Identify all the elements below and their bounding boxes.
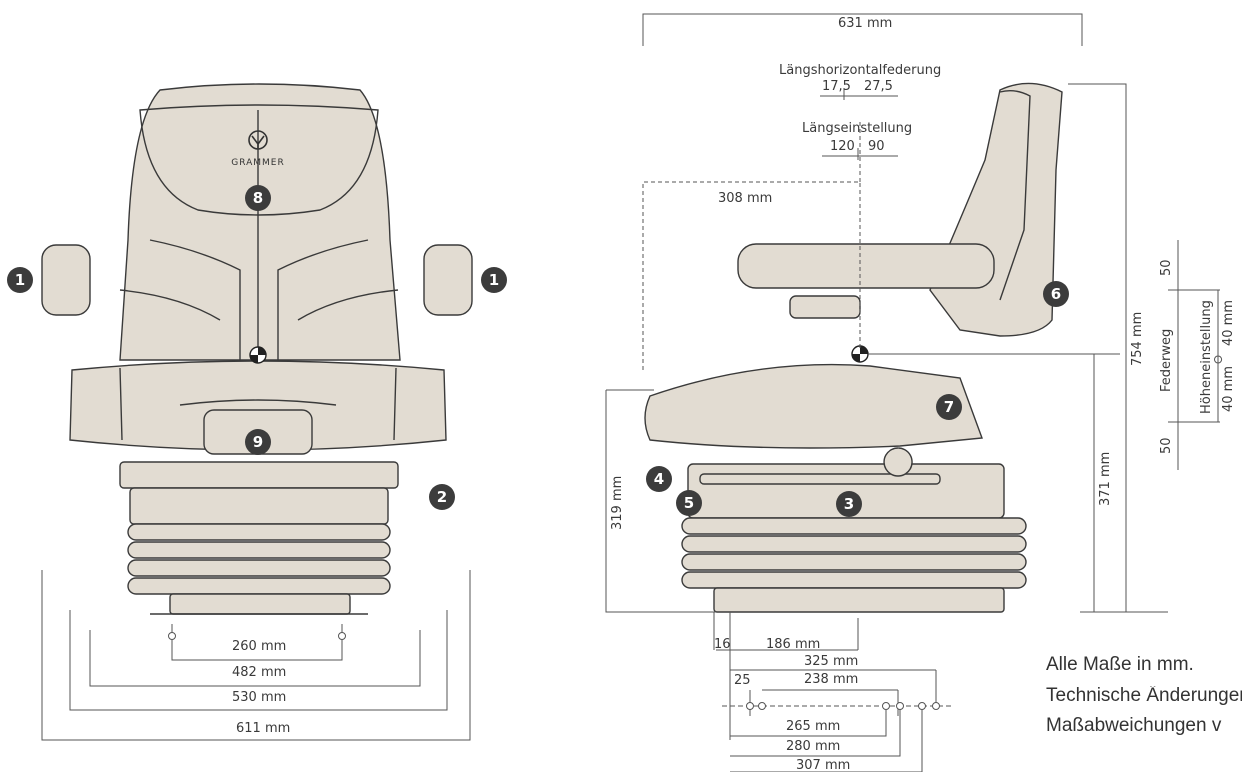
cog-marker-side	[851, 345, 869, 363]
grammer-logo	[248, 130, 268, 150]
dim-319: 319 mm	[610, 475, 625, 530]
callout-badge-6: 6	[1043, 281, 1069, 307]
side-foot	[713, 587, 1005, 613]
dim-530: 530 mm	[232, 690, 287, 705]
side-armrest	[737, 243, 995, 289]
dim-631: 631 mm	[838, 16, 893, 31]
side-bellows	[681, 517, 1027, 589]
dim-260: 260 mm	[232, 639, 287, 654]
horizontal-suspension-left: 17,5	[822, 79, 851, 94]
callout-badge-7: 7	[936, 394, 962, 420]
dim-238: 238 mm	[804, 672, 859, 687]
dim-186: 186 mm	[766, 637, 821, 652]
armrest-left	[41, 244, 91, 316]
height-adjustment-top: 40 mm	[1221, 299, 1236, 346]
dim-307: 307 mm	[796, 758, 851, 773]
dim-611: 611 mm	[236, 721, 291, 736]
dim-308: 308 mm	[718, 191, 773, 206]
height-adjustment-bottom: 40 mm	[1221, 365, 1236, 412]
dim-754: 754 mm	[1130, 311, 1145, 366]
cog-marker-front	[249, 346, 267, 364]
callout-badge-3: 3	[836, 491, 862, 517]
suspension-travel-top: 50	[1159, 259, 1174, 276]
callout-badge-9: 9	[245, 429, 271, 455]
dim-325: 325 mm	[804, 654, 859, 669]
suspension-travel-label: Federweg	[1159, 328, 1174, 392]
dim-371: 371 mm	[1098, 451, 1113, 506]
dim-265: 265 mm	[786, 719, 841, 734]
front-foot	[169, 593, 351, 615]
front-mechanism	[119, 461, 399, 489]
horizontal-suspension-right: 27,5	[864, 79, 893, 94]
horizontal-suspension-label: Längshorizontalfederung	[779, 63, 942, 78]
dim-280: 280 mm	[786, 739, 841, 754]
height-adjustment-label: Höheneinstellung	[1199, 300, 1214, 414]
side-knob	[883, 447, 913, 477]
brand-text: GRAMMER	[231, 158, 285, 168]
callout-badge-2: 2	[429, 484, 455, 510]
suspension-travel-bottom: 50	[1159, 437, 1174, 454]
note-technical-changes: Technische Änderungen	[1046, 686, 1242, 705]
callout-badge-5: 5	[676, 490, 702, 516]
fore-aft-label: Längseinstellung	[802, 121, 913, 136]
side-seat-cushion	[644, 363, 983, 449]
side-armrest-pad	[789, 295, 861, 319]
front-seat-view	[41, 83, 473, 615]
callout-badge-4: 4	[646, 466, 672, 492]
side-slide-rail	[699, 473, 941, 485]
backrest	[119, 83, 401, 361]
callout-badge-1-right: 1	[481, 267, 507, 293]
front-bellows	[127, 523, 391, 595]
headrest-panel	[139, 104, 379, 216]
seat-cushion	[69, 360, 447, 451]
dim-16: 16	[714, 637, 731, 652]
note-units: Alle Maße in mm.	[1046, 654, 1194, 675]
dimension-lines	[41, 13, 1223, 772]
front-base	[129, 487, 389, 525]
fore-aft-left: 120	[830, 139, 855, 154]
side-seat-view	[644, 82, 1063, 613]
dim-25: 25	[734, 673, 751, 688]
note-dimension-deviations: Maßabweichungen v	[1046, 716, 1222, 735]
callout-badge-8: 8	[245, 185, 271, 211]
dim-482: 482 mm	[232, 665, 287, 680]
armrest-right	[423, 244, 473, 316]
callout-badge-1-left: 1	[7, 267, 33, 293]
side-backrest	[929, 82, 1063, 337]
fore-aft-right: 90	[868, 139, 885, 154]
